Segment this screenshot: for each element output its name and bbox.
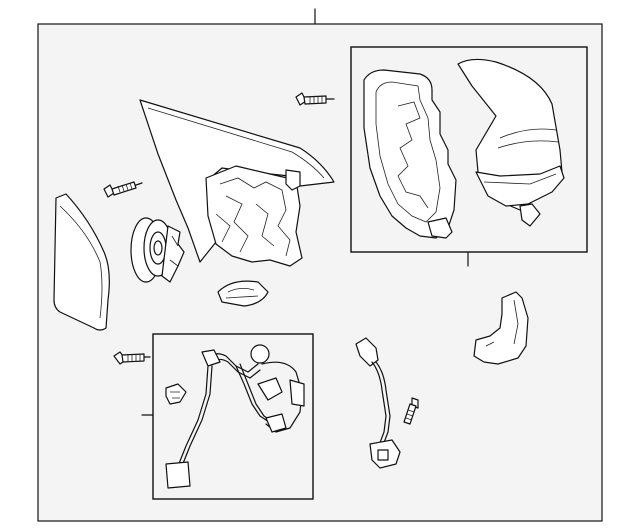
cover-bracket (473, 291, 529, 365)
turn-signal-harness (355, 337, 401, 469)
mirror-base-housing (139, 99, 335, 267)
base-gasket (217, 280, 269, 307)
wire-harness (165, 344, 305, 489)
screw-lamp (403, 397, 419, 425)
screw-top (295, 92, 335, 106)
screw-harness (113, 351, 151, 365)
mirror-actuator (130, 217, 185, 283)
mirror-cover-cap (457, 58, 565, 227)
mirror-glass (53, 193, 110, 331)
screw-actuator (103, 181, 143, 198)
mirror-inner-frame (363, 69, 457, 239)
